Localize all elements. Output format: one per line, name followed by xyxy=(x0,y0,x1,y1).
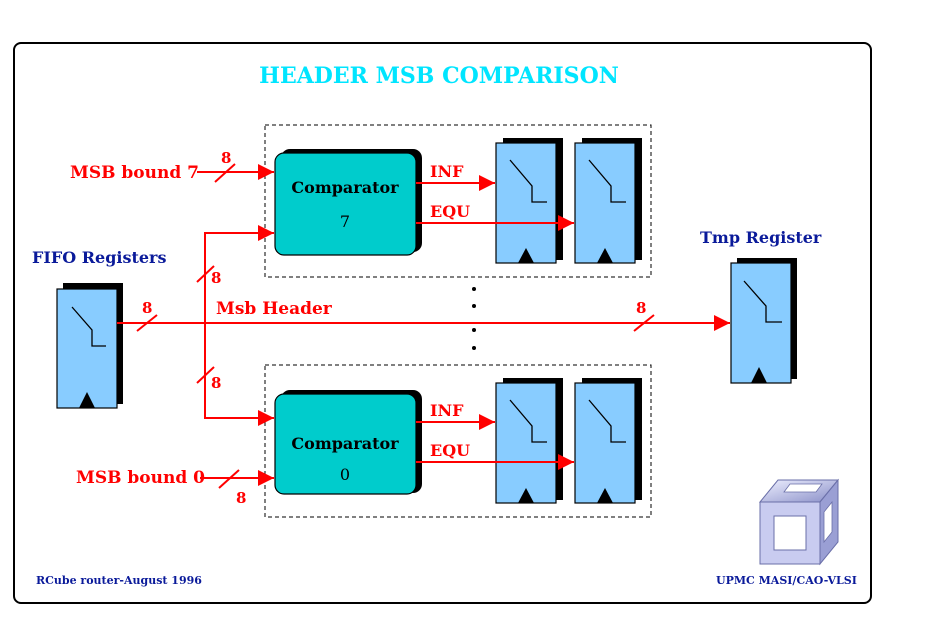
bottom-comparator-group xyxy=(264,364,652,518)
bus-slash-branch-bottom xyxy=(196,366,215,384)
bus-slash-bound7 xyxy=(214,163,236,183)
msb-bound-7-label: MSB bound 7 xyxy=(70,163,199,183)
ellipsis-dots xyxy=(472,287,476,350)
bus-slash-fifo xyxy=(136,314,158,332)
diagram-title: HEADER MSB COMPARISON xyxy=(259,63,619,89)
footer-right: UPMC MASI/CAO-VLSI xyxy=(716,574,857,587)
inf-label-top: INF xyxy=(430,162,464,181)
bus-slash-bound0 xyxy=(218,469,240,489)
comparator-0 xyxy=(274,390,422,495)
bus-slash-branch-top xyxy=(196,265,215,283)
equ-register-bottom xyxy=(574,378,642,504)
bus-slash-tmp xyxy=(633,314,655,332)
cube-lattice-logo xyxy=(758,478,840,566)
comparator-0-index: 0 xyxy=(340,465,350,484)
comparator-0-name: Comparator xyxy=(291,434,399,453)
msb-header-label: Msb Header xyxy=(216,299,333,319)
comparator-7-name: Comparator xyxy=(291,178,399,197)
equ-label-top: EQU xyxy=(430,202,470,221)
bus-width-tmp: 8 xyxy=(636,299,646,317)
tmp-register xyxy=(730,258,797,384)
equ-register-top xyxy=(574,138,642,264)
comparator-7-index: 7 xyxy=(340,212,350,231)
fifo-register xyxy=(56,283,123,409)
top-comparator-group xyxy=(264,124,652,278)
bus-width-fifo: 8 xyxy=(142,299,152,317)
footer-left: RCube router-August 1996 xyxy=(36,574,202,587)
fifo-registers-label: FIFO Registers xyxy=(32,248,166,267)
msb-bound-0-label: MSB bound 0 xyxy=(76,468,205,488)
bus-width-branch-top: 8 xyxy=(211,269,221,287)
bus-width-bound0: 8 xyxy=(236,489,246,507)
inf-register-top xyxy=(495,138,563,264)
bus-width-branch-bottom: 8 xyxy=(211,374,221,392)
bus-width-bound7: 8 xyxy=(221,149,231,167)
comparator-7 xyxy=(274,149,422,256)
tmp-register-label: Tmp Register xyxy=(700,228,822,247)
inf-register-bottom xyxy=(495,378,563,504)
inf-label-bottom: INF xyxy=(430,401,464,420)
equ-label-bottom: EQU xyxy=(430,441,470,460)
